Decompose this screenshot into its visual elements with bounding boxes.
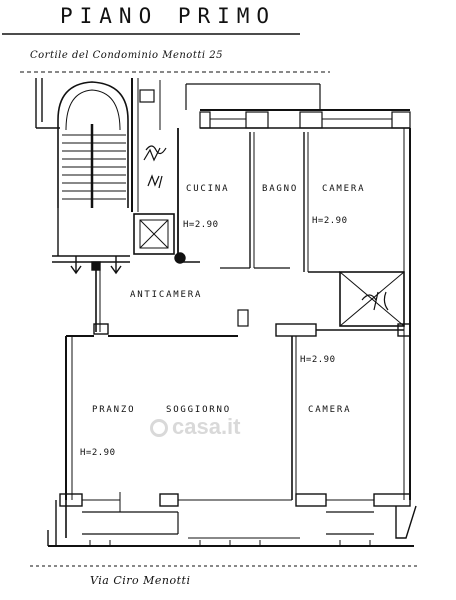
room-label-pranzo: PRANZO — [92, 405, 136, 415]
room-label-camera-bottom: CAMERA — [308, 405, 352, 415]
scribble-stairs-2 — [147, 174, 163, 189]
scribble-duct — [361, 291, 389, 311]
height-pranzo: H=2.90 — [80, 448, 116, 458]
staircase — [52, 81, 130, 263]
watermark-text: casa.it — [172, 414, 241, 439]
courtyard-label: Cortile del Condominio Menotti 25 — [30, 50, 223, 61]
scribble-stairs — [143, 145, 167, 162]
height-camera-bottom: H=2.90 — [300, 355, 336, 365]
street-label: Via Ciro Menotti — [90, 574, 191, 587]
watermark-logo-icon — [150, 419, 168, 438]
room-label-bagno: BAGNO — [262, 184, 299, 194]
room-label-soggiorno: SOGGIORNO — [166, 405, 231, 415]
duct-shaft — [339, 271, 405, 327]
room-label-camera-top: CAMERA — [322, 184, 366, 194]
room-label-cucina: CUCINA — [186, 184, 230, 194]
plan-title: PIANO PRIMO — [60, 4, 277, 28]
watermark: casa.it — [150, 414, 241, 440]
height-camera-top: H=2.90 — [312, 216, 348, 226]
height-cucina: H=2.90 — [183, 220, 219, 230]
room-label-anticamera: ANTICAMERA — [130, 290, 203, 300]
